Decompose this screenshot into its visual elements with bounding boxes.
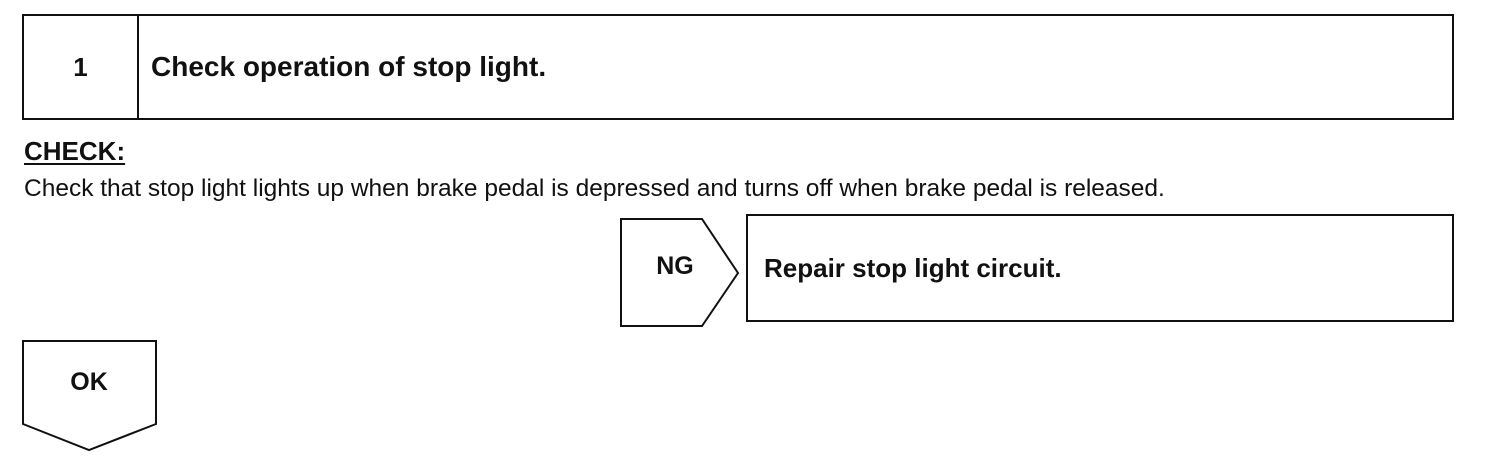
- step-number: 1: [24, 16, 139, 118]
- ok-arrow-shape: [22, 340, 157, 452]
- repair-action-box: Repair stop light circuit.: [746, 214, 1454, 322]
- check-label: CHECK:: [24, 136, 126, 166]
- ok-label: OK: [70, 368, 108, 396]
- repair-action-text: Repair stop light circuit.: [764, 252, 1062, 283]
- step-header-box: 1 Check operation of stop light.: [22, 14, 1454, 120]
- check-instruction: Check that stop light lights up when bra…: [24, 175, 1165, 202]
- step-title: Check operation of stop light.: [151, 51, 547, 82]
- ng-label: NG: [656, 252, 694, 280]
- ng-arrow-shape: [620, 218, 740, 327]
